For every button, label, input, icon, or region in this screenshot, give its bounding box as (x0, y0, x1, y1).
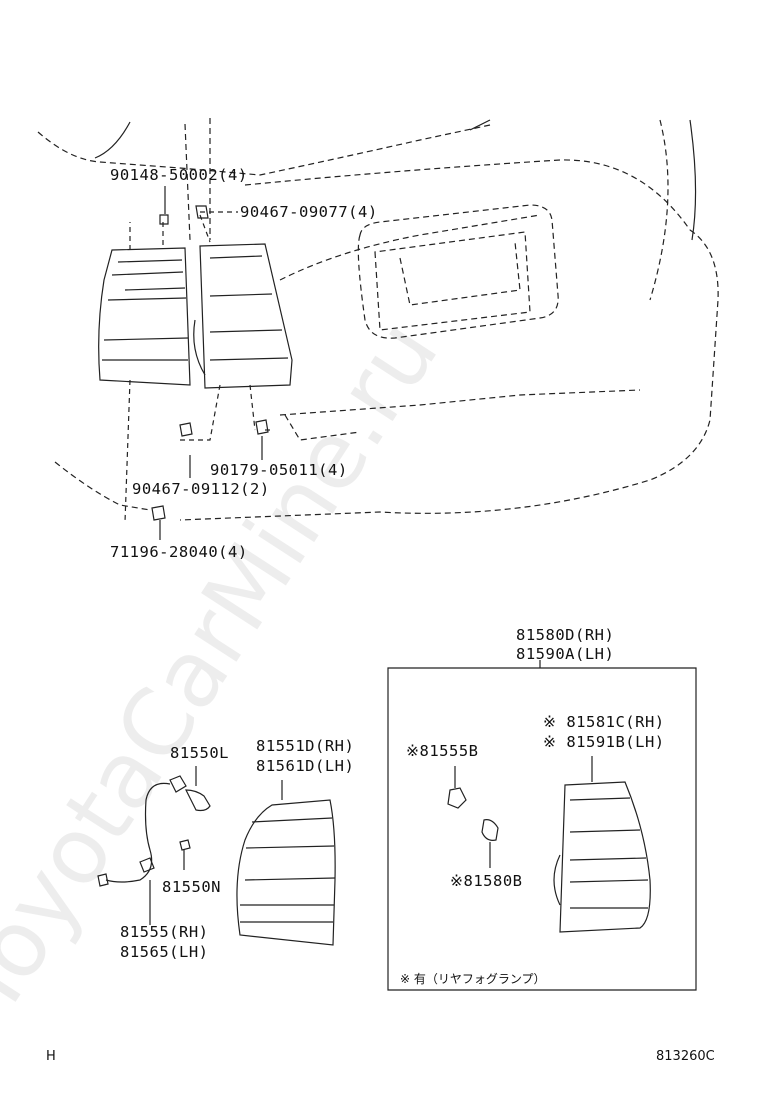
socket-wire-assembly (97, 766, 211, 925)
footer-diagram-code: 813260C (656, 1049, 715, 1064)
part-label-81591B: ※ 81591B(LH) (543, 733, 665, 751)
mounting-leaders (124, 211, 270, 523)
vehicle-body-outline (37, 118, 719, 521)
part-label-90467-09112: 90467-09112(2) (132, 480, 270, 498)
label-leaders (159, 186, 263, 540)
part-label-81565: 81565(LH) (120, 943, 209, 961)
part-label-81555: 81555(RH) (120, 923, 209, 941)
tail-lamp-lens-bottom (236, 780, 336, 946)
part-label-81561D: 81561D(LH) (256, 757, 355, 775)
footer-left-code: H (46, 1049, 56, 1064)
part-label-90179-05011: 90179-05011(4) (210, 461, 348, 479)
part-label-81550L: 81550L (170, 744, 229, 762)
fog-lamp-note: ※ 有（リヤフォグランプ） (400, 972, 546, 986)
vehicle-body-solid (94, 119, 697, 241)
part-label-81581C: ※ 81581C(RH) (543, 713, 665, 731)
fog-lamp-group-box (387, 660, 697, 991)
fog-lamp-assembly (553, 756, 651, 933)
part-label-90148-50002: 90148-50002(4) (110, 166, 248, 184)
part-label-71196-28040: 71196-28040(4) (110, 543, 248, 561)
tail-lamp-top-lens (98, 247, 191, 386)
fasteners (151, 205, 269, 521)
part-label-81590A: 81590A(LH) (516, 645, 615, 663)
part-label-81551D: 81551D(RH) (256, 737, 355, 755)
part-label-81550N: 81550N (162, 878, 221, 896)
part-label-81555B: ※81555B (406, 742, 479, 760)
part-label-81580D: 81580D(RH) (516, 626, 615, 644)
part-label-90467-09077: 90467-09077(4) (240, 203, 378, 221)
fog-lamp-socket (447, 766, 499, 868)
tail-lamp-top-housing (193, 243, 293, 389)
part-label-81580B: ※81580B (450, 872, 523, 890)
